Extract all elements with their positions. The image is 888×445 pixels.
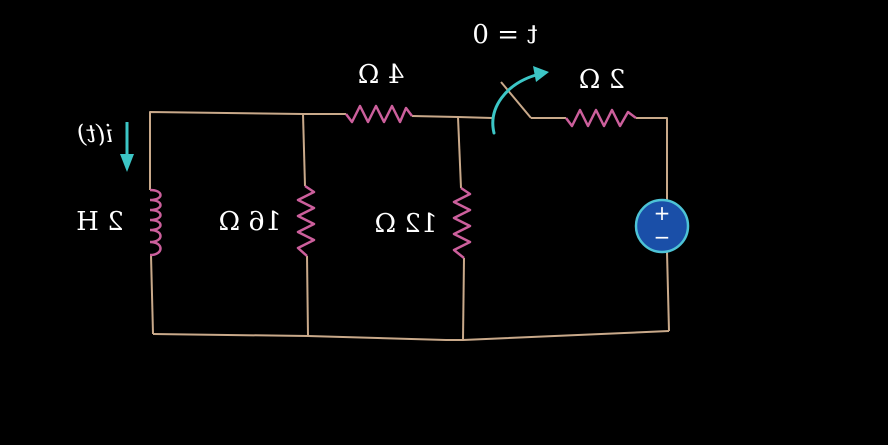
resistor-12-ohm (452, 186, 472, 259)
component-labels: 2 H i(t) 16 Ω 12 Ω 4 Ω 2 Ω t = 0 (76, 20, 625, 239)
resistor-16-label: 16 Ω (219, 207, 282, 237)
current-arrowhead (120, 154, 134, 172)
wire-branch-12-top (457, 116, 462, 189)
source-minus-sign: − (654, 225, 671, 249)
switch-arrowhead (533, 66, 549, 82)
wire-left-lower (150, 254, 154, 335)
voltage-source (634, 198, 690, 254)
wire-right-top (636, 117, 668, 205)
wires (149, 111, 670, 341)
switch-motion-arrow (491, 73, 538, 135)
source-plus-sign: + (654, 201, 671, 225)
resistor-4-ohm (345, 104, 413, 124)
current-label: i(t) (77, 120, 113, 148)
wire-branch-16-top (302, 113, 306, 187)
wire-top-left (149, 111, 346, 190)
switch-blade (500, 81, 532, 119)
resistor-12-label: 12 Ω (375, 209, 438, 239)
resistor-16-ohm (296, 184, 316, 257)
inductor-coil (149, 188, 162, 257)
wire-branch-12-bottom (462, 257, 465, 341)
switch-time-label: t = 0 (472, 20, 537, 50)
inductor-value-label: 2 H (76, 207, 123, 237)
resistor-2-label: 2 Ω (579, 65, 625, 95)
wire-bottom (152, 330, 670, 341)
wire-right-bottom (666, 251, 670, 332)
resistor-2-ohm (565, 108, 637, 128)
wire-branch-16-bottom (306, 255, 309, 337)
resistor-4-label: 4 Ω (358, 60, 404, 90)
